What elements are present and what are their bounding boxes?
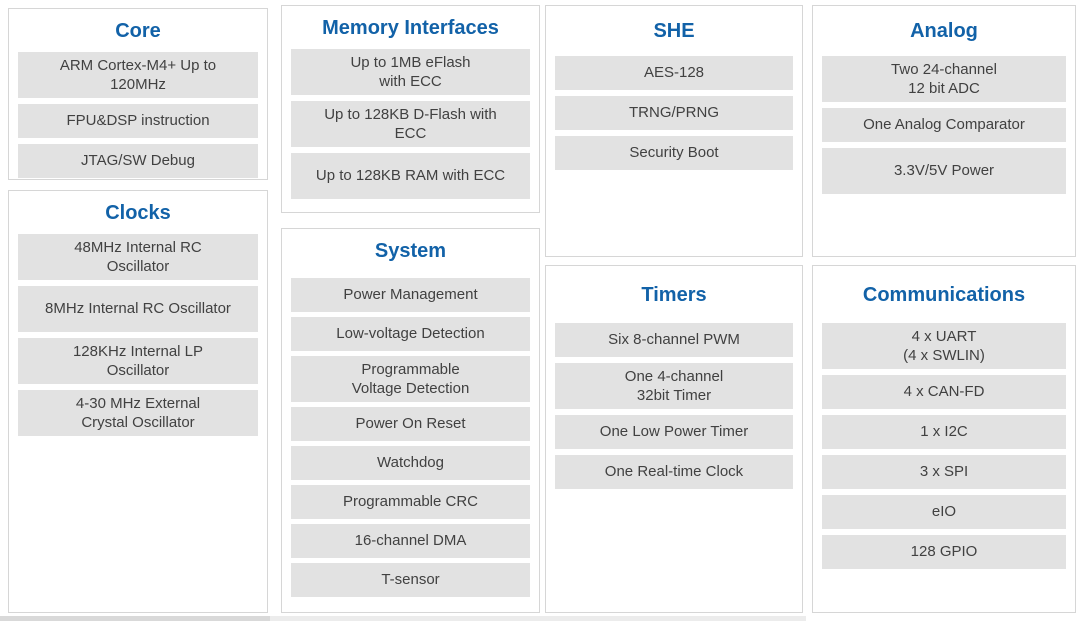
feature-cell: Up to 1MB eFlash with ECC [291, 49, 530, 95]
panel-communications: Communications 4 x UART (4 x SWLIN) 4 x … [812, 265, 1076, 613]
feature-cell: 1 x I2C [822, 415, 1066, 449]
panel-memory-interfaces-title: Memory Interfaces [322, 17, 499, 39]
feature-cell: One 4-channel 32bit Timer [555, 363, 793, 409]
panel-analog-title: Analog [910, 20, 978, 42]
feature-cell: Two 24-channel 12 bit ADC [822, 56, 1066, 102]
panel-communications-cells: 4 x UART (4 x SWLIN) 4 x CAN-FD 1 x I2C … [813, 323, 1075, 569]
feature-cell: Low-voltage Detection [291, 317, 530, 351]
feature-cell: 128KHz Internal LP Oscillator [18, 338, 258, 384]
panel-system-title: System [374, 240, 447, 262]
feature-cell: Six 8-channel PWM [555, 323, 793, 357]
panel-timers-title: Timers [641, 284, 707, 306]
feature-cell: FPU&DSP instruction [18, 104, 258, 138]
panel-timers: Timers Six 8-channel PWM One 4-channel 3… [545, 265, 803, 613]
feature-cell: eIO [822, 495, 1066, 529]
panel-memory-interfaces-cells: Up to 1MB eFlash with ECC Up to 128KB D-… [282, 49, 539, 199]
panel-core-cells: ARM Cortex-M4+ Up to 120MHz FPU&DSP inst… [9, 52, 267, 178]
feature-cell: One Low Power Timer [555, 415, 793, 449]
panel-timers-cells: Six 8-channel PWM One 4-channel 32bit Ti… [546, 323, 802, 489]
feature-cell: T-sensor [291, 563, 530, 597]
bottom-edge-strip [0, 616, 806, 621]
feature-cell: 8MHz Internal RC Oscillator [18, 286, 258, 332]
panel-analog-cells: Two 24-channel 12 bit ADC One Analog Com… [813, 56, 1075, 194]
panel-clocks-title: Clocks [105, 202, 171, 224]
feature-cell: Power Management [291, 278, 530, 312]
feature-cell: Up to 128KB RAM with ECC [291, 153, 530, 199]
panel-core: Core ARM Cortex-M4+ Up to 120MHz FPU&DSP… [8, 8, 268, 180]
feature-cell: One Analog Comparator [822, 108, 1066, 142]
panel-core-title: Core [115, 20, 161, 42]
panel-she-title: SHE [653, 20, 695, 42]
feature-cell: 4 x CAN-FD [822, 375, 1066, 409]
feature-cell: 48MHz Internal RC Oscillator [18, 234, 258, 280]
feature-cell: Up to 128KB D-Flash with ECC [291, 101, 530, 147]
panel-she-cells: AES-128 TRNG/PRNG Security Boot [546, 56, 802, 170]
feature-cell: TRNG/PRNG [555, 96, 793, 130]
feature-cell: One Real-time Clock [555, 455, 793, 489]
feature-cell: ARM Cortex-M4+ Up to 120MHz [18, 52, 258, 98]
panel-analog: Analog Two 24-channel 12 bit ADC One Ana… [812, 5, 1076, 257]
panel-she: SHE AES-128 TRNG/PRNG Security Boot [545, 5, 803, 257]
panel-clocks: Clocks 48MHz Internal RC Oscillator 8MHz… [8, 190, 268, 613]
feature-cell: 3.3V/5V Power [822, 148, 1066, 194]
feature-cell: 4 x UART (4 x SWLIN) [822, 323, 1066, 369]
feature-cell: Power On Reset [291, 407, 530, 441]
feature-cell: Programmable Voltage Detection [291, 356, 530, 402]
feature-cell: AES-128 [555, 56, 793, 90]
feature-cell: Programmable CRC [291, 485, 530, 519]
feature-cell: JTAG/SW Debug [18, 144, 258, 178]
feature-cell: 4-30 MHz External Crystal Oscillator [18, 390, 258, 436]
panel-system: System Power Management Low-voltage Dete… [281, 228, 540, 613]
feature-cell: 128 GPIO [822, 535, 1066, 569]
panel-system-cells: Power Management Low-voltage Detection P… [282, 278, 539, 597]
feature-cell: 3 x SPI [822, 455, 1066, 489]
feature-cell: Security Boot [555, 136, 793, 170]
feature-cell: Watchdog [291, 446, 530, 480]
bottom-edge-strip-left [0, 616, 270, 621]
panel-memory-interfaces: Memory Interfaces Up to 1MB eFlash with … [281, 5, 540, 213]
panel-communications-title: Communications [862, 284, 1026, 306]
feature-cell: 16-channel DMA [291, 524, 530, 558]
panel-clocks-cells: 48MHz Internal RC Oscillator 8MHz Intern… [9, 234, 267, 436]
